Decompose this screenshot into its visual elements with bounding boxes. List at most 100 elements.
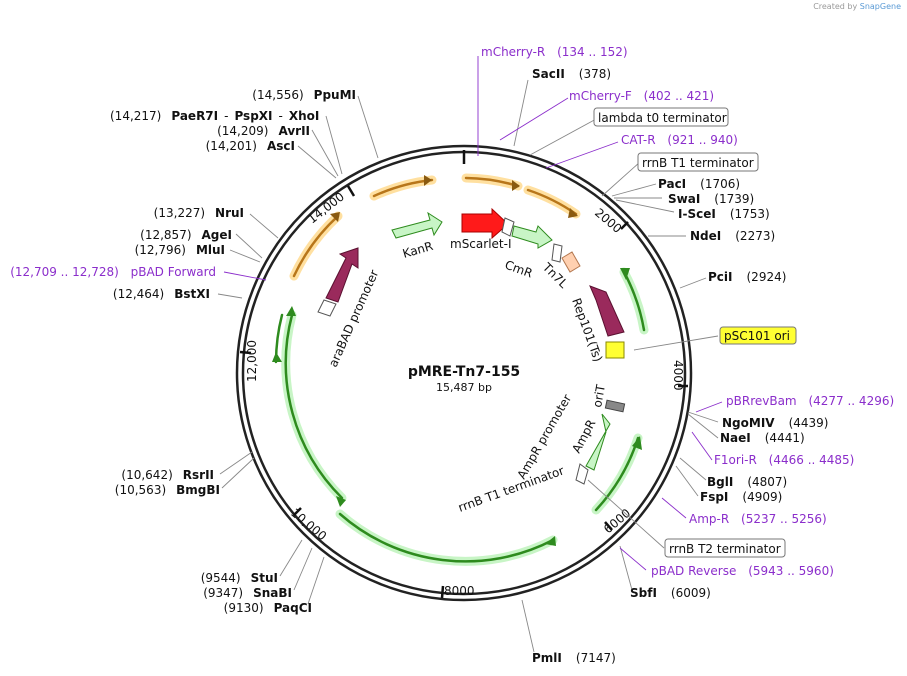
leader-line — [217, 293, 243, 299]
leader-line — [601, 161, 641, 197]
tick-8000 — [440, 585, 445, 599]
orit-box — [604, 399, 626, 413]
arrowhead-icon — [545, 536, 556, 546]
backbone-outer-ring — [235, 144, 693, 602]
tick-label-2000: 2000 — [592, 206, 624, 236]
primer-amp-r: Amp-R (5237 .. 5256) — [689, 512, 827, 526]
leader-line — [619, 545, 633, 591]
tick-label-14000: 14,000 — [305, 189, 347, 226]
leader-line — [521, 599, 535, 653]
leader-line — [529, 117, 599, 156]
plasmid-length: 15,487 bp — [436, 381, 492, 394]
primer-leader — [691, 431, 713, 461]
arrowhead-icon — [286, 306, 296, 316]
site-avrii: (14,209)AvrII — [217, 124, 310, 138]
site-swai: SwaI(1739) — [668, 192, 754, 206]
tick-2000 — [620, 221, 629, 230]
primer-f1ori-r: F1ori-R (4466 .. 4485) — [714, 453, 854, 467]
leader-line — [615, 199, 675, 213]
rrnb-t1-terminator-box — [637, 152, 759, 172]
tick-label-12000: 12,000 — [245, 340, 259, 382]
feature-label-rrnb-inner: rrnB T1 terminator — [456, 463, 566, 514]
primer-cat-r: CAT-R (921 .. 940) — [621, 133, 738, 147]
arc-glow — [619, 267, 649, 335]
arrowhead-icon — [512, 180, 520, 191]
site-paer7i: (14,217)PaeR7I-PspXI-XhoI — [110, 109, 319, 123]
leader-line — [679, 277, 707, 289]
leader-line — [221, 457, 255, 489]
arc-glow — [591, 433, 643, 515]
primer-leader — [545, 141, 619, 169]
leader-line — [297, 145, 337, 179]
arrowhead-icon — [272, 352, 282, 362]
backbone-cds-arc — [338, 512, 555, 563]
rrnb-t1-terminator-label: rrnB T1 terminator — [642, 156, 754, 170]
primer-leader — [223, 271, 267, 281]
arac-arrow — [325, 247, 359, 303]
ampr-arrow — [585, 413, 611, 471]
leader-line — [513, 79, 529, 147]
rrnb-t2-terminator-box — [664, 538, 786, 558]
site-ngomiv: NgoMIV(4439) — [722, 416, 828, 430]
cds-arc-left — [284, 313, 344, 500]
small-feature — [561, 251, 581, 273]
leader-line — [307, 556, 325, 605]
terminator-marker — [501, 217, 515, 237]
site-bstxi: (12,464)BstXI — [113, 287, 210, 301]
primer-mcherry-r: mCherry-R (134 .. 152) — [481, 45, 628, 59]
primer-leader — [661, 497, 687, 519]
primer-mcherry-f: mCherry-F (402 .. 421) — [569, 89, 714, 103]
tick-12000 — [239, 350, 252, 355]
site-paqci: (9130)PaqCI — [224, 601, 312, 615]
feature-label-ampr: AmpR — [569, 417, 598, 455]
leader-line — [219, 451, 253, 475]
tick-6000 — [604, 521, 613, 531]
lambda-t0-terminator-label: lambda t0 terminator — [598, 111, 727, 125]
leader-line — [325, 115, 343, 175]
terminator-marker — [575, 463, 589, 485]
site-sacii: SacII(378) — [532, 67, 611, 81]
kanr-arrow — [391, 211, 443, 239]
plasmid-name: pMRE-Tn7-155 — [408, 364, 520, 380]
site-ppumi: (14,556)PpuMI — [252, 88, 356, 102]
tick-label-4000: 4000 — [671, 360, 685, 391]
site-asci: (14,201)AscI — [206, 139, 295, 153]
arc-glow — [281, 310, 347, 503]
site-pmli: PmlI(7147) — [532, 651, 616, 665]
pSC101-ori-box — [605, 341, 625, 359]
rep101-arrow — [589, 285, 625, 337]
tick-14000 — [346, 185, 356, 197]
rrnb-t2-terminator-label: rrnB T2 terminator — [669, 542, 781, 556]
psc101-ori-box — [719, 326, 797, 345]
tick-10000 — [293, 507, 302, 516]
arrowhead-icon — [620, 268, 630, 280]
site-bmgbi: (10,563)BmgBI — [115, 483, 220, 497]
feature-label-ampr-promoter: AmpR promoter — [514, 392, 574, 482]
snapgene-credit: Created by SnapGene — [813, 2, 901, 11]
site-fspi: FspI(4909) — [700, 490, 782, 504]
primer-leader — [499, 97, 569, 141]
feature-label-cmr: CmR — [503, 258, 534, 281]
primer-leader — [695, 401, 723, 413]
leader-line — [633, 335, 719, 351]
leader-line — [279, 539, 303, 577]
site-snabi: (9347)SnaBI — [203, 586, 292, 600]
leader-line — [611, 183, 657, 197]
leader-line — [293, 547, 313, 591]
cmr-arrow — [511, 225, 553, 249]
mscarlet-arrow — [461, 207, 509, 240]
leader-line — [675, 465, 699, 497]
arrowhead-icon — [632, 436, 642, 450]
site-bgli: BglI(4807) — [707, 475, 787, 489]
leader-line — [357, 95, 379, 159]
arrowhead-icon — [336, 496, 346, 507]
site-agei: (12,857)AgeI — [140, 228, 232, 242]
primer-pbrrevbam: pBRrevBam (4277 .. 4296) — [726, 394, 894, 408]
leader-line — [687, 411, 719, 423]
site-mlui: (12,796)MluI — [135, 243, 225, 257]
leader-line — [229, 249, 261, 263]
site-naei: NaeI(4441) — [720, 431, 805, 445]
arrowhead-icon — [424, 175, 432, 186]
lambda-t0-terminator-box — [593, 107, 729, 127]
leader-line — [687, 413, 719, 439]
